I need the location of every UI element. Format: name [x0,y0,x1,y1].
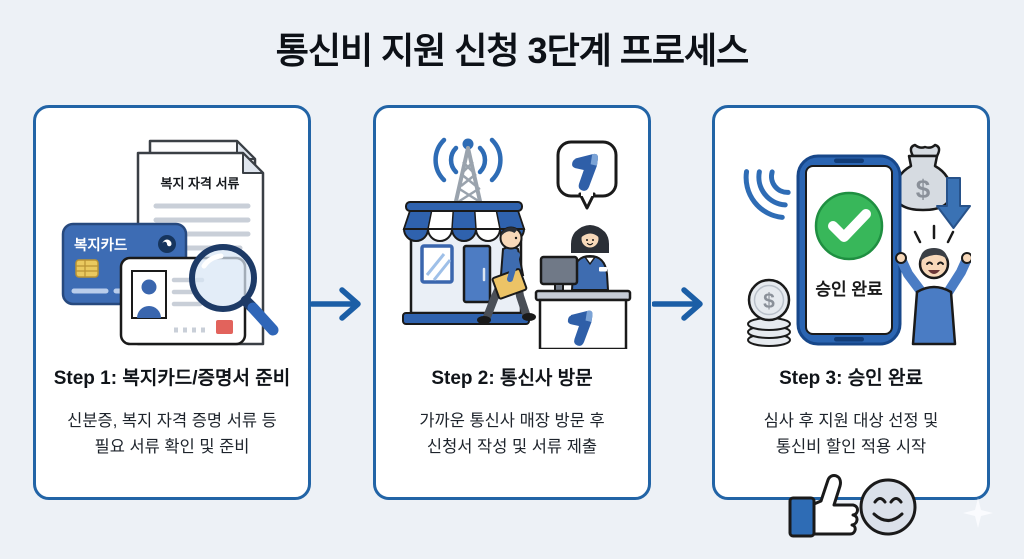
document-label: 복지 자격 서류 [161,176,240,191]
arrow-right-icon [652,287,703,321]
step-1-body-line1: 신분증, 복지 자격 증명 서류 등 [67,412,277,430]
phone-screen-label: 승인 완료 [815,280,883,299]
store-awning-icon [402,201,526,242]
step-3-body-line1: 심사 후 지원 대상 선정 및 [763,412,939,430]
step-1-body-line2: 필요 서류 확인 및 준비 [94,438,250,456]
step-2-body-line1: 가까운 통신사 매장 방문 후 [419,412,605,430]
discount-down-arrow-icon [936,177,971,229]
welfare-card-label: 복지카드 [74,237,127,254]
step-3-description: 심사 후 지원 대상 선정 및 통신비 할인 적용 시작 [715,408,987,460]
step-3-body-line2: 통신비 할인 적용 시작 [775,438,927,456]
page-title: 통신비 지원 신청 3단계 프로세스 [275,30,750,71]
clerk-icon [570,225,610,291]
stamp-icon [216,320,233,334]
sparkle-icon [963,498,993,528]
step-3-illustration: $ $ 승인 완료 [743,143,971,347]
arrow-right-icon [310,287,361,321]
step-3-card: $ $ 승인 완료 [712,105,990,500]
store-door-icon [462,244,492,304]
antenna-icon [452,138,484,212]
step-1-card: 복지 자격 서류 복지카드 [33,105,311,500]
thumbs-up-icon [788,474,859,538]
cheering-person-icon [895,224,971,346]
step-1-heading: Step 1: 복지카드/증명서 준비 [53,368,291,389]
dollar-sign: $ [763,290,775,313]
coins-icon: $ [747,278,791,347]
service-desk-icon [534,255,632,349]
smartphone-icon: 승인 완료 [796,154,902,346]
walking-customer-icon [477,226,536,324]
telecom-logo-bubble-icon [556,140,618,210]
step-1-illustration: 복지 자격 서류 복지카드 [61,139,279,346]
step-1-description: 신분증, 복지 자격 증명 서류 등 필요 서류 확인 및 준비 [36,408,308,460]
signal-waves-icon [743,169,791,220]
yellow-folder-icon [491,268,528,300]
step-3-heading: Step 3: 승인 완료 [779,368,923,389]
magnifier-icon [189,244,279,336]
step-2-card: Step 2: 통신사 방문 가까운 통신사 매장 방문 후 신청서 작성 및 … [373,105,651,500]
signal-waves-icon [433,137,503,183]
card-chip-icon [75,259,99,278]
step-2-heading: Step 2: 통신사 방문 [431,368,593,389]
celebration-icons [788,474,917,538]
monitor-icon [539,255,579,286]
dollar-sign: $ [916,174,931,204]
step-2-illustration [402,137,632,349]
smiley-face-icon [859,478,917,536]
step-2-description: 가까운 통신사 매장 방문 후 신청서 작성 및 서류 제출 [376,408,648,460]
money-bag-icon: $ [893,143,953,212]
step-2-body-line2: 신청서 작성 및 서류 제출 [426,438,598,456]
